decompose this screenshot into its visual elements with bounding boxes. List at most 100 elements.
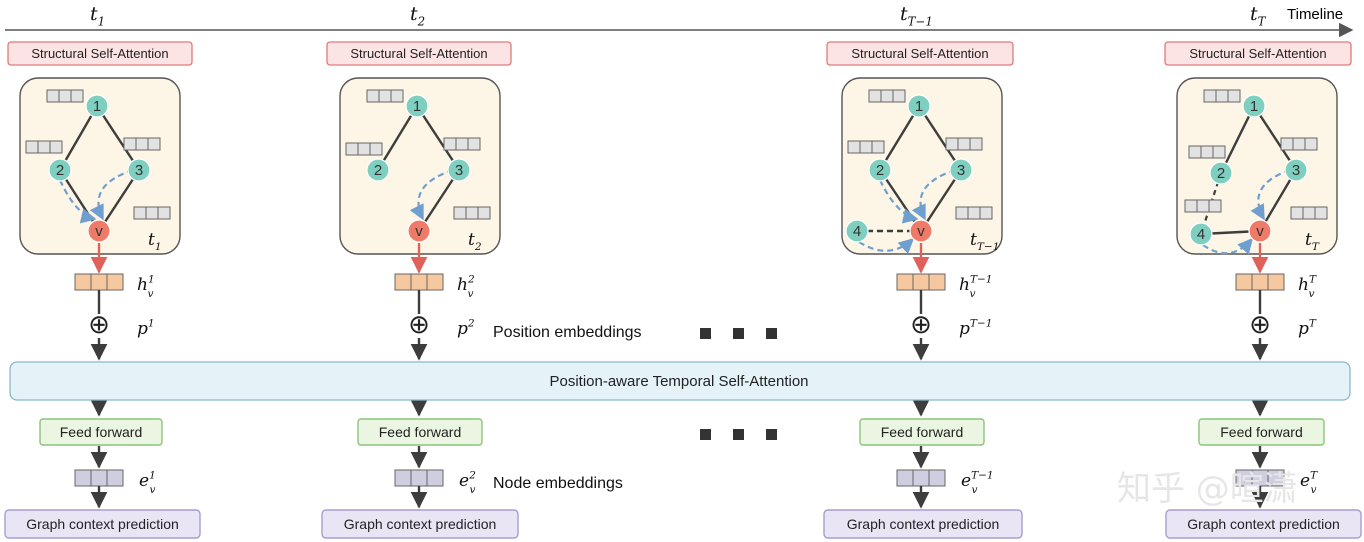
node-embedding-vector <box>896 469 946 487</box>
position-embedding-label: p2 <box>457 317 475 339</box>
graph-context-prediction-label: Graph context prediction <box>344 516 497 532</box>
feed-forward-label: Feed forward <box>60 424 142 440</box>
node-1: 1 <box>405 94 429 118</box>
node-3: 3 <box>447 158 471 182</box>
node-2-label: 2 <box>374 162 382 179</box>
feed-forward-label: Feed forward <box>881 424 963 440</box>
edge-3-v <box>417 169 461 232</box>
node-feature-vectors <box>345 89 491 220</box>
node-3: 3 <box>127 158 151 182</box>
structural-self-attention-box: Structural Self-Attention <box>826 41 1014 66</box>
graph-context-prediction-box: Graph context prediction <box>823 509 1023 539</box>
position-embedding-label: p1 <box>137 317 155 339</box>
timeline-tick-3: tT−1 <box>900 3 933 29</box>
edge-3-v <box>919 169 963 232</box>
structural-self-attention-label: Structural Self-Attention <box>1189 46 1326 61</box>
structural-self-attention-label: Structural Self-Attention <box>31 46 168 61</box>
feature-vector-v <box>1290 206 1328 220</box>
edge-1-2 <box>376 105 419 171</box>
node-3: 3 <box>949 158 973 182</box>
node-1-label: 1 <box>413 98 421 115</box>
graph-time-label: tT <box>1305 230 1320 253</box>
feature-vector-v <box>453 206 491 220</box>
attention-arrows <box>58 168 134 224</box>
feature-vector-2 <box>25 140 63 154</box>
graph-context-prediction-label: Graph context prediction <box>1187 516 1340 532</box>
feed-forward-box: Feed forward <box>859 418 985 446</box>
node-v-label: v <box>1256 223 1264 240</box>
node-4-label: 4 <box>1197 226 1205 243</box>
node-2-label: 2 <box>1217 165 1225 182</box>
node-feature-vectors <box>25 89 171 220</box>
watermark: 知乎 @暄潇 <box>1117 469 1298 509</box>
hidden-representation-vector <box>896 273 946 291</box>
attention-arrows <box>858 168 956 255</box>
feature-vector-3 <box>945 137 983 151</box>
node-1: 1 <box>907 94 931 118</box>
node-4: 4 <box>845 219 869 243</box>
node-1: 1 <box>85 94 109 118</box>
attention-arrow-3-v <box>89 168 134 221</box>
edge-3-v <box>97 169 141 232</box>
graph-context-prediction-label: Graph context prediction <box>847 516 1000 532</box>
node-2: 2 <box>366 158 390 182</box>
feature-vector-v <box>133 206 171 220</box>
attention-arrow-4-v <box>858 237 915 255</box>
edge-1-3 <box>415 105 461 171</box>
node-2: 2 <box>1209 161 1233 185</box>
temporal-self-attention-block <box>9 361 1351 401</box>
graph-edges <box>376 105 461 232</box>
feature-vector-3 <box>1280 137 1318 151</box>
node-feature-vectors <box>847 89 993 220</box>
feature-vector-1 <box>868 89 906 103</box>
oplus-icon: ⊕ <box>1249 309 1271 339</box>
edge-1-2 <box>1219 105 1256 174</box>
edge-1-3 <box>917 105 963 171</box>
feature-vector-2 <box>847 140 885 154</box>
graph-context-prediction-label: Graph context prediction <box>26 516 179 532</box>
node-3-label: 3 <box>1292 162 1300 179</box>
timeline-label: Timeline <box>1287 6 1343 23</box>
feature-vector-2 <box>345 142 383 156</box>
timeline-tick-2: t2 <box>410 3 425 29</box>
graph-time-label: tT−1 <box>970 230 999 253</box>
node-v: v <box>909 219 933 243</box>
attention-arrow-4-v <box>1202 237 1254 255</box>
feed-forward-label: Feed forward <box>379 424 461 440</box>
edge-1-2 <box>878 105 921 171</box>
edge-1-2 <box>58 105 99 171</box>
graph-time-label: t1 <box>148 230 162 253</box>
node-feature-vectors <box>1184 89 1328 220</box>
feature-vector-1 <box>1203 89 1241 103</box>
oplus-icon: ⊕ <box>88 309 110 339</box>
oplus-icon: ⊕ <box>408 309 430 339</box>
node-4: 4 <box>1189 222 1213 246</box>
structural-self-attention-label: Structural Self-Attention <box>350 46 487 61</box>
ellipsis-lower <box>700 429 777 440</box>
structural-self-attention-box: Structural Self-Attention <box>326 41 512 66</box>
feature-vector-2 <box>1188 145 1226 159</box>
node-v-label: v <box>917 223 925 240</box>
node-v-label: v <box>415 223 423 240</box>
hidden-representation-vector <box>1235 273 1285 291</box>
position-embedding-label: pT−1 <box>959 317 992 339</box>
feed-forward-box: Feed forward <box>357 418 483 446</box>
graph-nodes: 1 2 3 v <box>366 94 471 243</box>
structural-self-attention-label: Structural Self-Attention <box>851 46 988 61</box>
node-embedding-vector <box>74 469 124 487</box>
node-v: v <box>407 219 431 243</box>
attention-arrow-3-v <box>409 168 454 221</box>
